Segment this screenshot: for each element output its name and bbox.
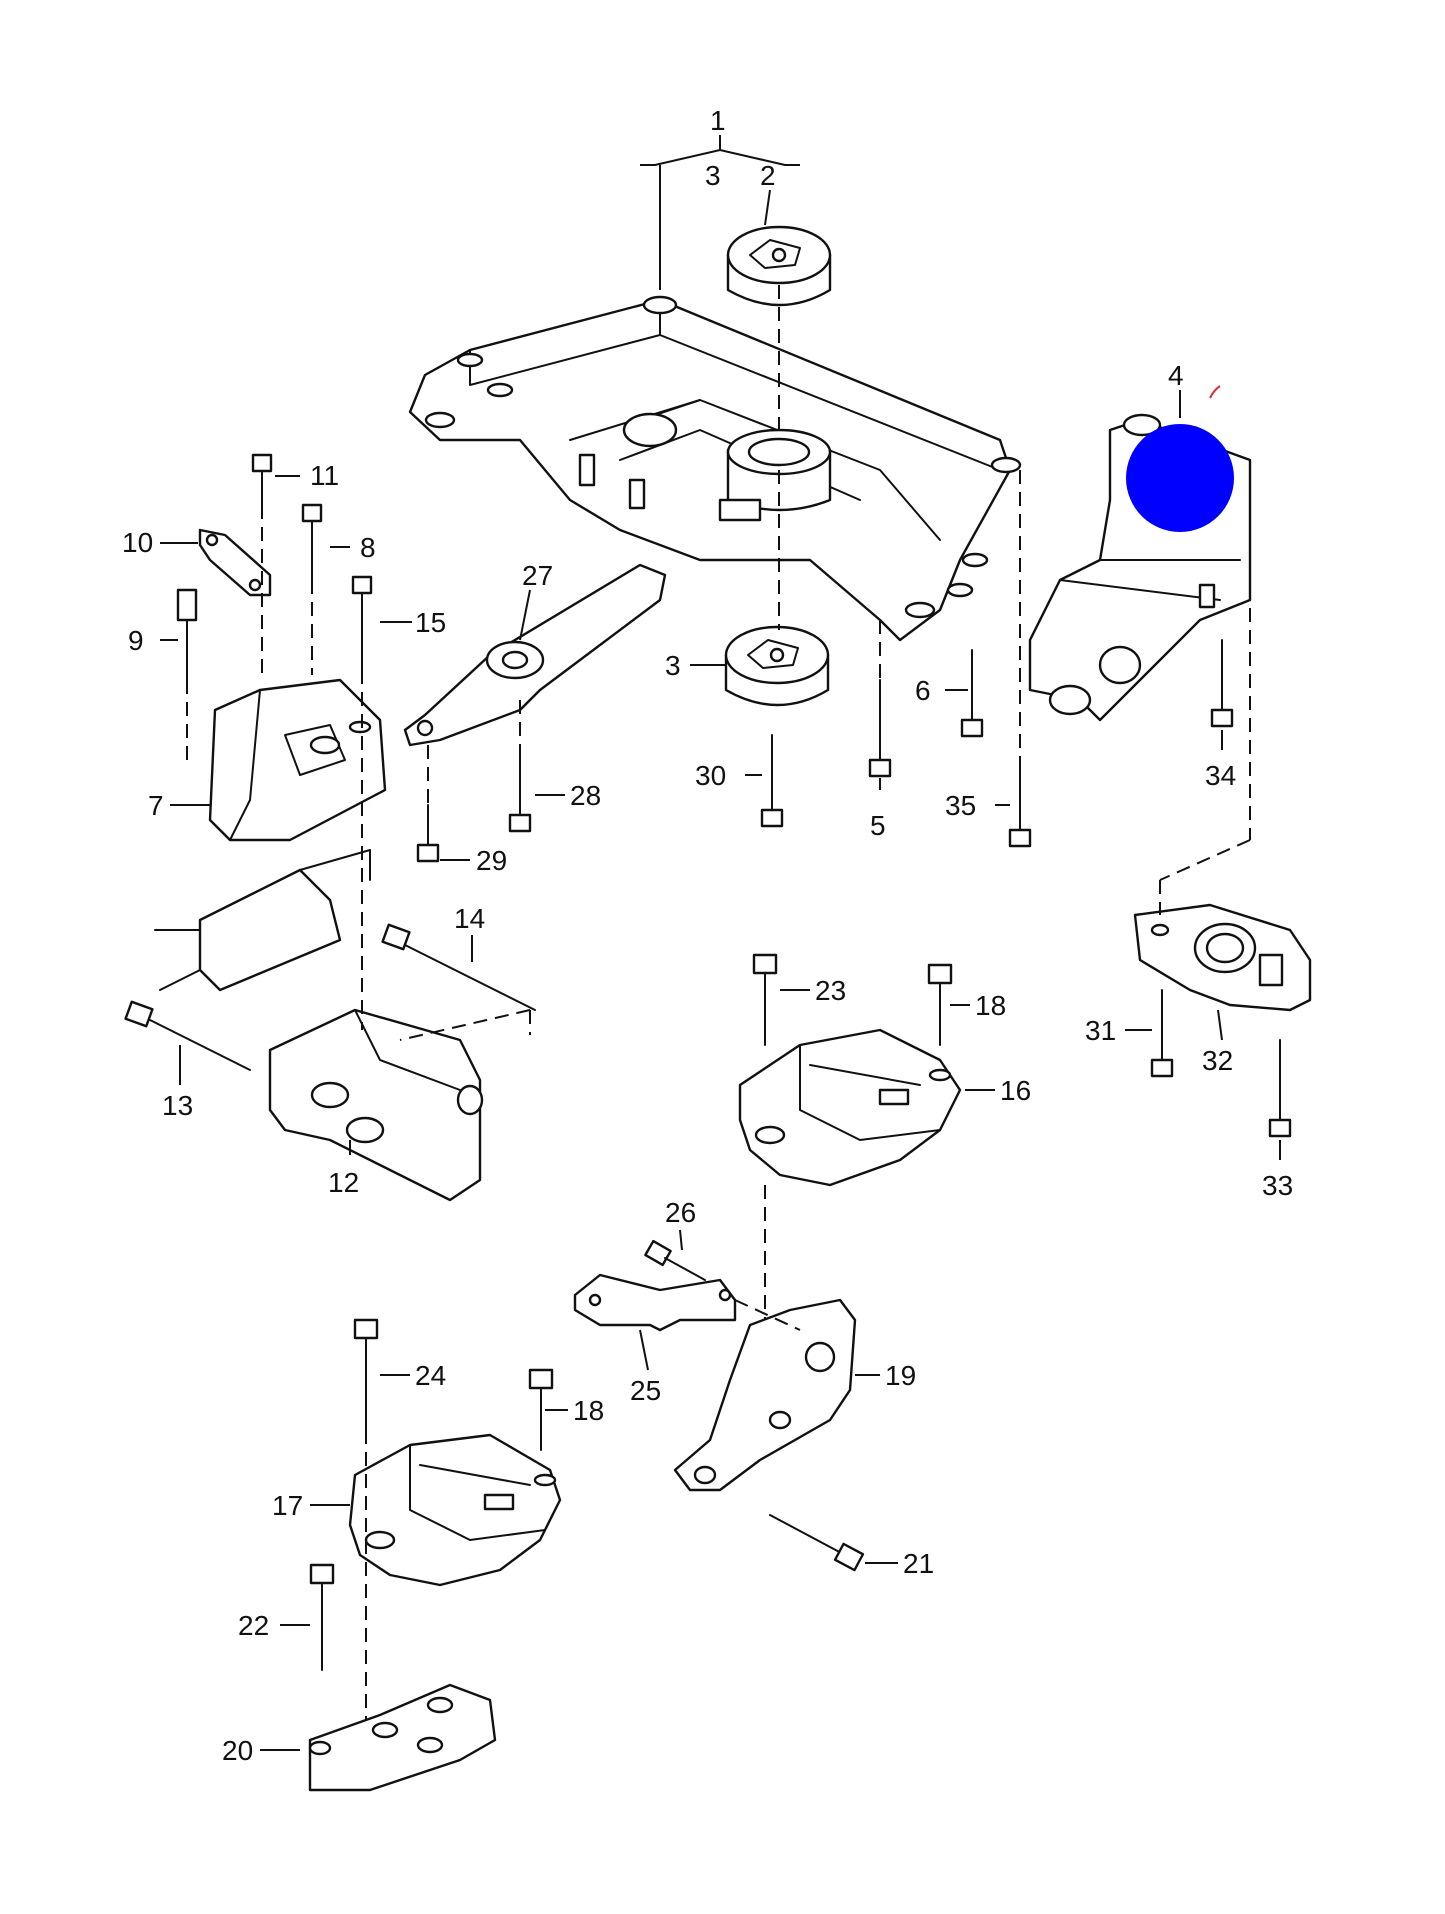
leader-lines	[160, 135, 1281, 1751]
bolt-6	[960, 649, 984, 738]
label-16: 16	[1000, 1075, 1031, 1106]
label-3-top: 3	[705, 160, 721, 191]
bracket-part-20	[308, 1683, 497, 1792]
red-annotation-mark	[1209, 385, 1221, 399]
bracket-part-10	[198, 528, 272, 597]
label-18-top: 18	[975, 990, 1006, 1021]
label-21: 21	[903, 1548, 934, 1579]
label-9: 9	[128, 625, 144, 656]
label-3: 3	[665, 650, 681, 681]
bolt-26	[644, 1239, 706, 1281]
label-26: 26	[665, 1197, 696, 1228]
bolt-30	[760, 734, 784, 828]
bolt-33	[1268, 1039, 1292, 1138]
blue-marker-dot	[1126, 424, 1234, 532]
label-31: 31	[1085, 1015, 1116, 1046]
bolt-24	[353, 1318, 379, 1431]
bolt-15	[351, 575, 373, 671]
label-14: 14	[454, 903, 485, 934]
bolt-28	[508, 744, 532, 833]
label-5: 5	[870, 810, 886, 841]
gearbox-mount-part-17	[348, 1433, 562, 1587]
label-27: 27	[522, 560, 553, 591]
label-13: 13	[162, 1090, 193, 1121]
label-30: 30	[695, 760, 726, 791]
label-32: 32	[1202, 1045, 1233, 1076]
callout-labels: 1 2 3 3 4 5 6 7 8 9 10 11 12 13 14 15 16…	[122, 105, 1293, 1766]
bracket-part-12	[268, 1008, 484, 1202]
bolt-23	[752, 953, 778, 1046]
engine-mount-part-7	[154, 678, 387, 992]
bracket-part-32	[1133, 903, 1312, 1012]
bolt-18a	[927, 963, 953, 1046]
bracket-part-19	[673, 1298, 857, 1492]
label-2: 2	[760, 160, 776, 191]
label-11: 11	[310, 460, 339, 491]
bushing-part-2	[726, 225, 832, 307]
bracket-part-25	[573, 1273, 737, 1332]
label-35: 35	[945, 790, 976, 821]
label-22: 22	[238, 1610, 269, 1641]
label-7: 7	[148, 790, 164, 821]
bolt-14	[381, 923, 536, 1011]
label-4: 4	[1168, 360, 1184, 391]
alignment-lines	[186, 285, 1251, 1720]
bolt-11	[251, 453, 273, 506]
label-15: 15	[415, 607, 446, 638]
bolt-22	[309, 1563, 335, 1671]
bolt-8	[301, 503, 323, 581]
label-12: 12	[328, 1167, 359, 1198]
bolt-35	[1008, 769, 1032, 848]
label-1: 1	[710, 105, 726, 136]
label-17: 17	[272, 1490, 303, 1521]
label-23: 23	[815, 975, 846, 1006]
bolt-18b	[528, 1368, 554, 1451]
bolts	[124, 453, 1292, 1671]
pendulum-support-part-27	[403, 563, 667, 747]
label-8: 8	[360, 532, 376, 563]
bolt-29	[416, 804, 440, 863]
label-6: 6	[915, 675, 931, 706]
label-28: 28	[570, 780, 601, 811]
gearbox-mount-part-16	[738, 1028, 962, 1187]
label-33: 33	[1262, 1170, 1293, 1201]
bolt-21	[769, 1514, 865, 1572]
label-29: 29	[476, 845, 507, 876]
label-20: 20	[222, 1735, 253, 1766]
label-25: 25	[630, 1375, 661, 1406]
label-34: 34	[1205, 760, 1236, 791]
label-10: 10	[122, 527, 153, 558]
bushing-part-3	[724, 625, 830, 707]
subframe-part-1	[408, 295, 1022, 642]
label-18-bottom: 18	[573, 1395, 604, 1426]
bolt-13	[124, 1000, 251, 1071]
label-24: 24	[415, 1360, 446, 1391]
bolt-9	[176, 588, 198, 681]
bolt-5	[868, 679, 892, 778]
bolt-34	[1210, 639, 1234, 728]
bolt-31	[1150, 989, 1174, 1078]
label-19: 19	[885, 1360, 916, 1391]
